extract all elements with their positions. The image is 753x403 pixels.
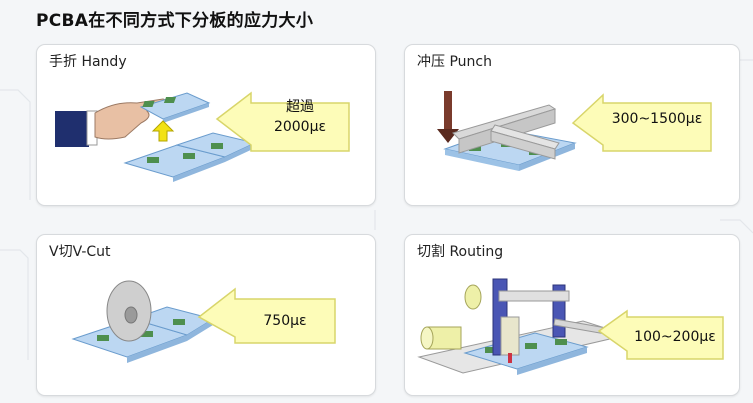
callout-shape xyxy=(215,91,350,152)
punch-blade-cross-face xyxy=(490,130,556,160)
motor-cap xyxy=(464,284,482,310)
punch-illustration xyxy=(437,91,712,171)
vcut-value: 750με xyxy=(263,313,307,329)
panel-vcut: V切V-Cut 750με xyxy=(36,234,376,396)
panel-routing: 切割 Routing 100~200με xyxy=(404,234,740,396)
routing-illustration xyxy=(417,278,724,375)
handy-illustration xyxy=(55,91,350,182)
panel-label-routing: 切割 Routing xyxy=(417,244,504,260)
vcut-illustration xyxy=(71,280,336,363)
punch-value: 300~1500με xyxy=(611,111,703,127)
board-lower xyxy=(123,132,257,182)
gantry-beam xyxy=(498,290,570,302)
routing-value: 100~200με xyxy=(634,329,716,345)
up-arrow-icon xyxy=(151,120,175,142)
panel-handy: 手折 Handy 超過 2000με xyxy=(36,44,376,206)
spindle-bit xyxy=(508,353,512,363)
panel-punch: 冲压 Punch 300~1500με xyxy=(404,44,740,206)
handy-value-line2: 2000με xyxy=(273,119,327,135)
down-arrow-shaft xyxy=(444,91,452,129)
panel-label-handy: 手折 Handy xyxy=(49,54,127,70)
panel-label-vcut: V切V-Cut xyxy=(49,244,111,260)
page-title: PCBA在不同方式下分板的应力大小 xyxy=(36,11,314,31)
routing-board xyxy=(463,332,589,375)
panel-label-punch: 冲压 Punch xyxy=(417,54,492,70)
callout-shape xyxy=(197,287,336,344)
handy-value-line1: 超過 xyxy=(286,99,314,115)
spindle-body xyxy=(500,316,520,356)
sleeve-shape xyxy=(55,111,89,147)
callout-shape xyxy=(597,309,724,360)
motor-end xyxy=(420,326,434,350)
board-upper xyxy=(139,92,211,123)
callout-shape xyxy=(571,93,712,152)
vcut-blade-hub xyxy=(124,306,138,324)
